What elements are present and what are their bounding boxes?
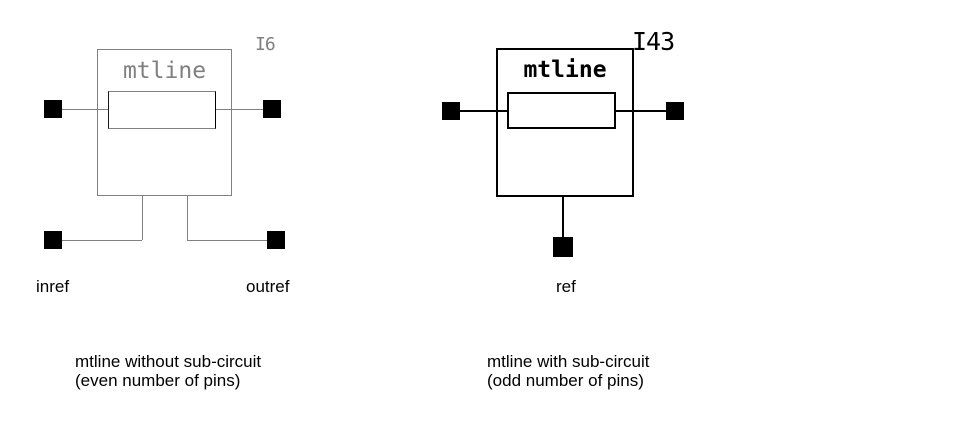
figure-caption-even: mtline without sub-circuit (even number …	[75, 352, 261, 390]
transmission-line-rect	[108, 91, 216, 129]
component-name-label: mtline	[122, 58, 207, 84]
pin-ref	[553, 237, 573, 257]
wire-outref-drop	[187, 196, 188, 240]
wire-right	[616, 110, 666, 112]
pin-label-inref: inref	[36, 277, 70, 296]
pin-left	[442, 102, 460, 120]
instance-label-i6: I6	[255, 34, 276, 55]
pin-right	[666, 102, 684, 120]
wire-inref-run	[62, 240, 142, 241]
wire-left	[62, 109, 108, 110]
component-name-label: mtline	[523, 57, 607, 83]
pin-label-ref: ref	[556, 277, 576, 296]
wire-ref-drop	[562, 197, 564, 238]
caption-line-2: (even number of pins)	[75, 371, 241, 390]
pin-right	[263, 100, 281, 118]
caption-line-2: (odd number of pins)	[487, 371, 644, 390]
caption-line-1: mtline with sub-circuit	[487, 352, 650, 371]
instance-label-i43: I43	[632, 27, 675, 56]
wire-outref-run	[187, 240, 268, 241]
wire-left	[460, 110, 507, 112]
symbol-body-outline	[496, 48, 634, 197]
transmission-line-rect	[507, 92, 616, 129]
pin-inref	[44, 231, 62, 249]
wire-inref-drop	[142, 196, 143, 240]
figure-caption-odd: mtline with sub-circuit (odd number of p…	[487, 352, 650, 390]
symbol-body-outline	[97, 49, 232, 196]
pin-label-outref: outref	[246, 277, 290, 296]
wire-right	[216, 109, 263, 110]
pin-left	[44, 100, 62, 118]
pin-outref	[267, 231, 285, 249]
caption-line-1: mtline without sub-circuit	[75, 352, 262, 371]
